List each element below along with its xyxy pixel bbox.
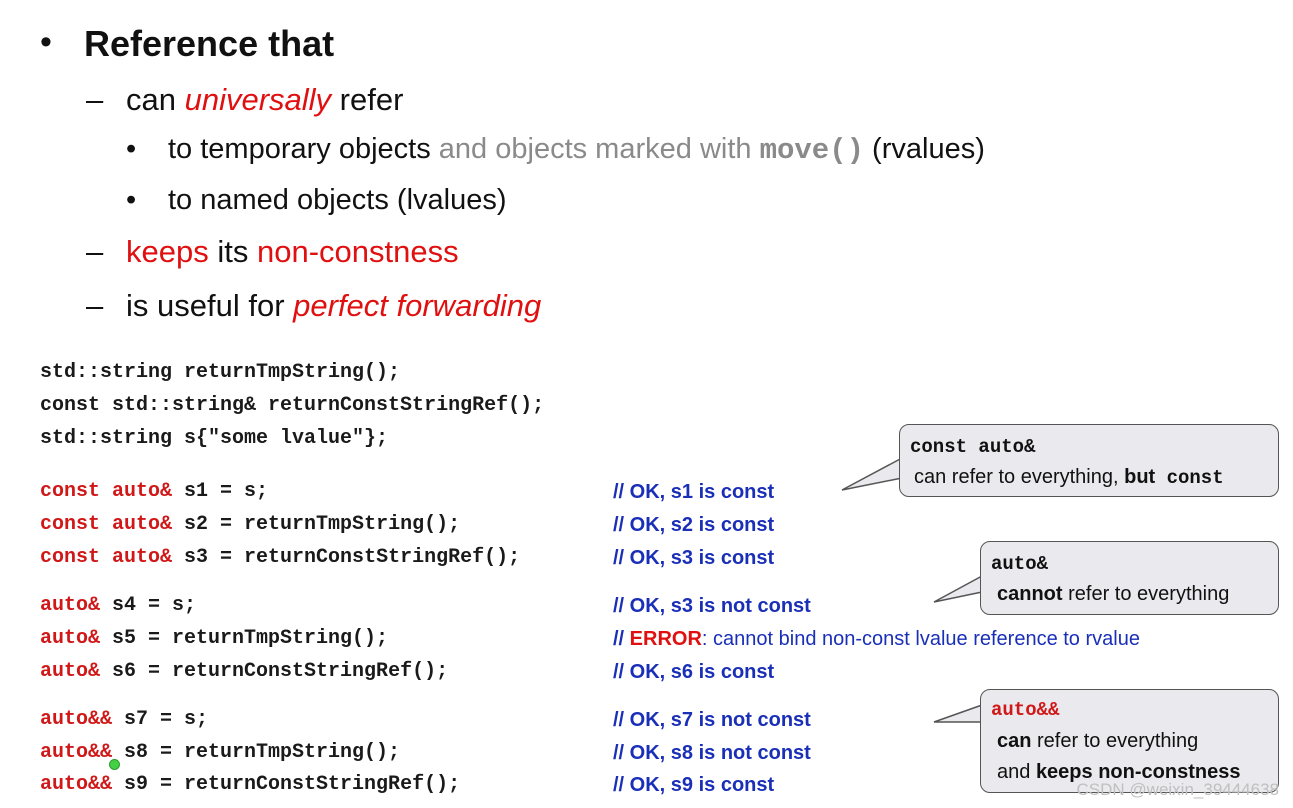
text-red: non-constness (256, 234, 459, 269)
error-label: ERROR (629, 628, 702, 650)
text: can refer to everything, (914, 466, 1125, 488)
code-row-s6: auto& s6 = returnConstStringRef(); (40, 659, 448, 685)
dash-2: – (86, 234, 104, 269)
callout-1-code: const auto& (910, 436, 1036, 458)
code-keyword: const auto& (40, 513, 173, 536)
text: to temporary objects (168, 133, 439, 165)
code-row-s9: auto&& s9 = returnConstStringRef(); (40, 772, 460, 798)
callout-3-line2: can refer to everything (997, 728, 1198, 754)
text: is useful for (126, 288, 294, 323)
callout-2-text: cannot refer to everything (997, 581, 1229, 607)
code-text: s9 = returnConstStringRef(); (112, 773, 461, 796)
callout-2-code: auto& (991, 553, 1049, 575)
callout-1-code-const: const (1155, 467, 1224, 489)
text-red: keeps (126, 234, 209, 269)
callout-1-head: const auto& (910, 433, 1035, 460)
mouse-cursor-indicator (109, 759, 120, 770)
code-move: move() (759, 134, 864, 167)
code-keyword: const auto& (40, 480, 173, 503)
code-keyword: auto& (40, 660, 101, 683)
comment-s7: // OK, s7 is not const (613, 709, 811, 731)
callout-3-line3: and keeps non-constness (997, 759, 1240, 785)
comment-s6: // OK, s6 is const (613, 661, 775, 683)
bullet-dot-1: • (40, 23, 52, 61)
line-non-constness: keeps its non-constness (126, 232, 459, 272)
callout-auto-rvalue-ref: auto&& can refer to everything and keeps… (980, 689, 1279, 793)
code-keyword: auto& (40, 627, 101, 650)
code-text: s4 = s; (100, 594, 197, 617)
callout-1-text: can refer to everything, but const (914, 464, 1224, 491)
line-perfect-forwarding: is useful for perfect forwarding (126, 286, 541, 326)
callout-2-head: auto& (991, 550, 1048, 577)
line-universally: can universally refer (126, 80, 403, 120)
emphasis-universally: universally (184, 82, 332, 117)
code-keyword: const auto& (40, 546, 173, 569)
code-keyword: auto&& (40, 773, 113, 796)
code-text: s8 = returnTmpString(); (112, 741, 401, 764)
code-text: s2 = returnTmpString(); (172, 513, 461, 536)
code-row-s2: const auto& s2 = returnTmpString(); (40, 512, 460, 538)
code-row-s1: const auto& s1 = s; (40, 479, 268, 505)
code-keyword: auto&& (40, 708, 113, 731)
watermark: CSDN @weixin_39444638 (1076, 780, 1279, 799)
line-named-objects: to named objects (lvalues) (168, 184, 507, 216)
text-bold: but (1124, 466, 1156, 488)
line-temporary-objects: to temporary objects and objects marked … (168, 131, 985, 169)
code-keyword: auto& (40, 594, 101, 617)
code-text: s1 = s; (172, 480, 269, 503)
comment-s9: // OK, s9 is const (613, 774, 775, 796)
comment-prefix: // (613, 628, 630, 650)
text: its (208, 234, 257, 269)
callout-tail-3 (933, 703, 983, 723)
code-decl-2: const std::string& returnConstStringRef(… (40, 394, 545, 417)
text-bold: cannot (997, 583, 1063, 605)
text: can (126, 82, 185, 117)
error-message: : cannot bind non-const lvalue reference… (701, 628, 1140, 650)
code-row-s7: auto&& s7 = s; (40, 707, 208, 733)
text: (rvalues) (864, 133, 985, 165)
sub-bullet-dot-2: • (126, 184, 137, 216)
text-bold: can (997, 730, 1032, 752)
code-row-s5: auto& s5 = returnTmpString(); (40, 626, 388, 652)
comment-s3: // OK, s3 is const (613, 547, 775, 569)
code-text: s7 = s; (112, 708, 209, 731)
emphasis-perfect-forwarding: perfect forwarding (293, 288, 542, 323)
comment-s5: // ERROR: cannot bind non-const lvalue r… (613, 626, 1140, 652)
text: refer to everything (1031, 730, 1199, 752)
callout-auto-ref: auto& cannot refer to everything (980, 541, 1279, 615)
callout-tail-2 (933, 574, 983, 603)
comment-s2: // OK, s2 is const (613, 514, 775, 536)
code-text: s6 = returnConstStringRef(); (100, 660, 449, 683)
text: and (997, 761, 1036, 783)
dash-1: – (86, 82, 104, 117)
code-decl-1: std::string returnTmpString(); (40, 361, 401, 384)
callout-3-code: auto&& (991, 699, 1060, 721)
code-row-s4: auto& s4 = s; (40, 593, 196, 619)
text-gray: and objects marked with (438, 133, 760, 165)
comment-s8: // OK, s8 is not const (613, 742, 811, 764)
comment-s1: // OK, s1 is const (613, 481, 775, 503)
code-text: s3 = returnConstStringRef(); (172, 546, 521, 569)
text: refer (331, 82, 404, 117)
code-decl-3: std::string s{"some lvalue"}; (40, 427, 389, 450)
sub-bullet-dot-1: • (126, 133, 137, 165)
text-bold: keeps non-constness (1035, 761, 1241, 783)
dash-3: – (86, 288, 104, 323)
callout-3-head: auto&& (991, 696, 1059, 723)
code-row-s8: auto&& s8 = returnTmpString(); (40, 740, 400, 766)
text: refer to everything (1062, 583, 1230, 605)
comment-s4: // OK, s3 is not const (613, 595, 811, 617)
code-text: s5 = returnTmpString(); (100, 627, 389, 650)
slide-heading: Reference that (84, 23, 335, 64)
callout-const-auto-ref: const auto& can refer to everything, but… (899, 424, 1279, 497)
code-keyword: auto&& (40, 741, 113, 764)
callout-tail-1 (841, 456, 903, 491)
code-row-s3: const auto& s3 = returnConstStringRef(); (40, 545, 520, 571)
